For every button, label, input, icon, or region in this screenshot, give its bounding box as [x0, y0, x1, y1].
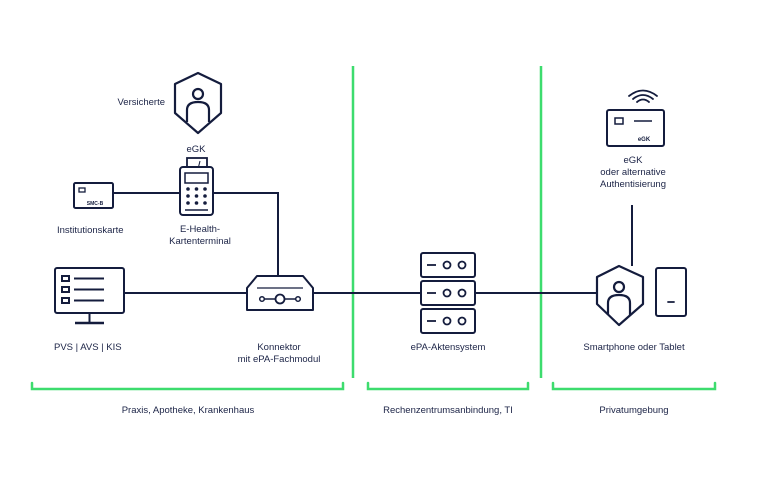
- label-epa-aktensystem: ePA-Aktensystem: [410, 342, 486, 353]
- label-pvs: PVS | AVS | KIS: [54, 342, 122, 353]
- zone-bracket-privat: [551, 381, 717, 391]
- egk-wireless-card-icon: eGK: [606, 89, 665, 147]
- label-egk-right: eGK oder alternative Authentisierung: [600, 155, 666, 191]
- tablet-icon: [655, 267, 687, 317]
- server-stack-icon: [420, 252, 476, 334]
- monitor-icon: [54, 267, 125, 325]
- egk-card-text: eGK: [638, 137, 651, 143]
- label-konnektor-line-1: Konnektor: [257, 342, 301, 353]
- label-egk-right-line-1: eGK: [623, 155, 643, 166]
- label-egk-right-line-2: oder alternative: [600, 167, 666, 178]
- label-institutionskarte: Institutionskarte: [57, 225, 124, 236]
- zone-label-praxis: Praxis, Apotheke, Krankenhaus: [121, 405, 255, 416]
- zone-label-rechenzentrum: Rechenzentrumsanbindung, TI: [383, 405, 513, 416]
- label-konnektor: Konnektor mit ePA-Fachmodul: [238, 342, 321, 366]
- smcb-card-text: SMC-B: [87, 201, 104, 207]
- smcb-card-icon: SMC-B: [73, 182, 114, 209]
- connector-icon: [246, 275, 314, 311]
- label-terminal: E-Health- Kartenterminal: [169, 224, 231, 248]
- zone-bracket-praxis: [30, 381, 345, 391]
- line-terminal-to-connector: [213, 192, 279, 276]
- label-egk-right-line-3: Authentisierung: [599, 179, 667, 190]
- label-terminal-line-1: E-Health-: [179, 224, 221, 235]
- zone-label-privat: Privatumgebung: [599, 405, 669, 416]
- zone-bracket-rechenzentrum: [366, 381, 530, 391]
- label-egk-top: eGK: [186, 144, 206, 155]
- label-konnektor-line-2: mit ePA-Fachmodul: [237, 354, 321, 365]
- label-versicherte: Versicherte: [117, 97, 165, 108]
- card-terminal-icon: [179, 157, 214, 216]
- label-smartphone: Smartphone oder Tablet: [583, 342, 685, 353]
- smartphone-shield-icon: [595, 264, 645, 327]
- label-terminal-line-2: Kartenterminal: [169, 236, 231, 247]
- shield-person-icon: [173, 71, 223, 135]
